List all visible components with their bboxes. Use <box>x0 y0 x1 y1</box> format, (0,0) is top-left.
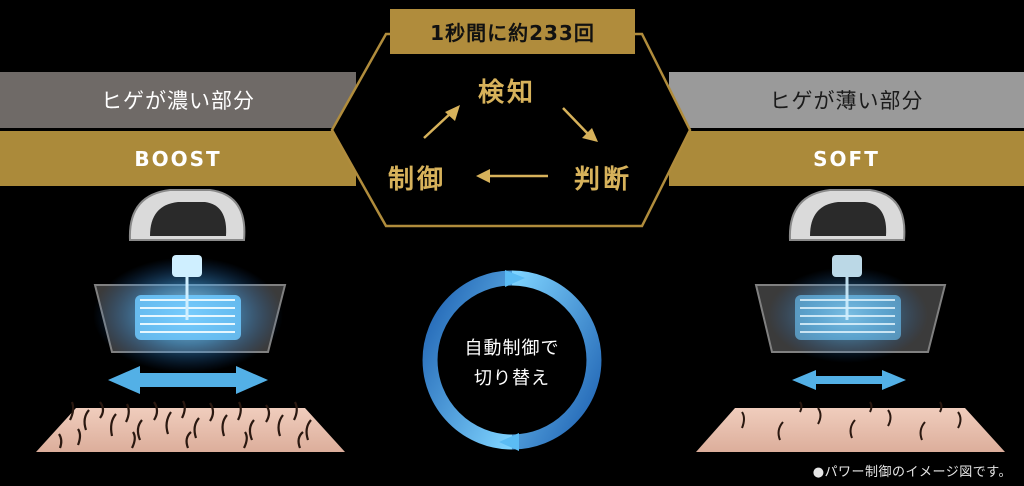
boost-mode-label: BOOST <box>0 131 356 186</box>
rate-label: 1秒間に約233回 <box>390 9 635 54</box>
arrow-control-to-detect-icon <box>423 105 460 139</box>
arrow-judge-to-control-icon <box>476 169 548 183</box>
auto-switch-line1: 自動制御で <box>464 338 560 359</box>
skin-dense-hair-left-icon <box>36 400 345 452</box>
arrow-detect-to-judge-icon <box>562 107 598 142</box>
image-note: ●パワー制御のイメージ図です。 <box>812 465 1012 480</box>
double-arrow-right-icon <box>792 370 906 390</box>
control-label: 制御 <box>388 165 447 195</box>
auto-switch-label: 自動制御で 切り替え <box>452 334 572 394</box>
hair-strands-dense <box>58 400 312 449</box>
soft-mode-label: SOFT <box>669 131 1024 186</box>
shaver-head-right-icon <box>754 189 947 363</box>
skin-thin-hair-right-icon <box>696 401 1005 452</box>
double-arrow-left-icon <box>108 366 268 394</box>
auto-switch-ring-icon <box>422 270 602 451</box>
auto-switch-line2: 切り替え <box>474 368 550 389</box>
detect-label: 検知 <box>478 78 537 108</box>
dense-area-label: ヒゲが濃い部分 <box>0 72 356 128</box>
judge-label: 判断 <box>574 165 633 195</box>
thin-area-label: ヒゲが薄い部分 <box>669 72 1024 128</box>
hexagon-frame <box>330 32 692 228</box>
hair-strands-sparse <box>741 401 962 441</box>
shaver-head-left-icon <box>93 189 287 373</box>
